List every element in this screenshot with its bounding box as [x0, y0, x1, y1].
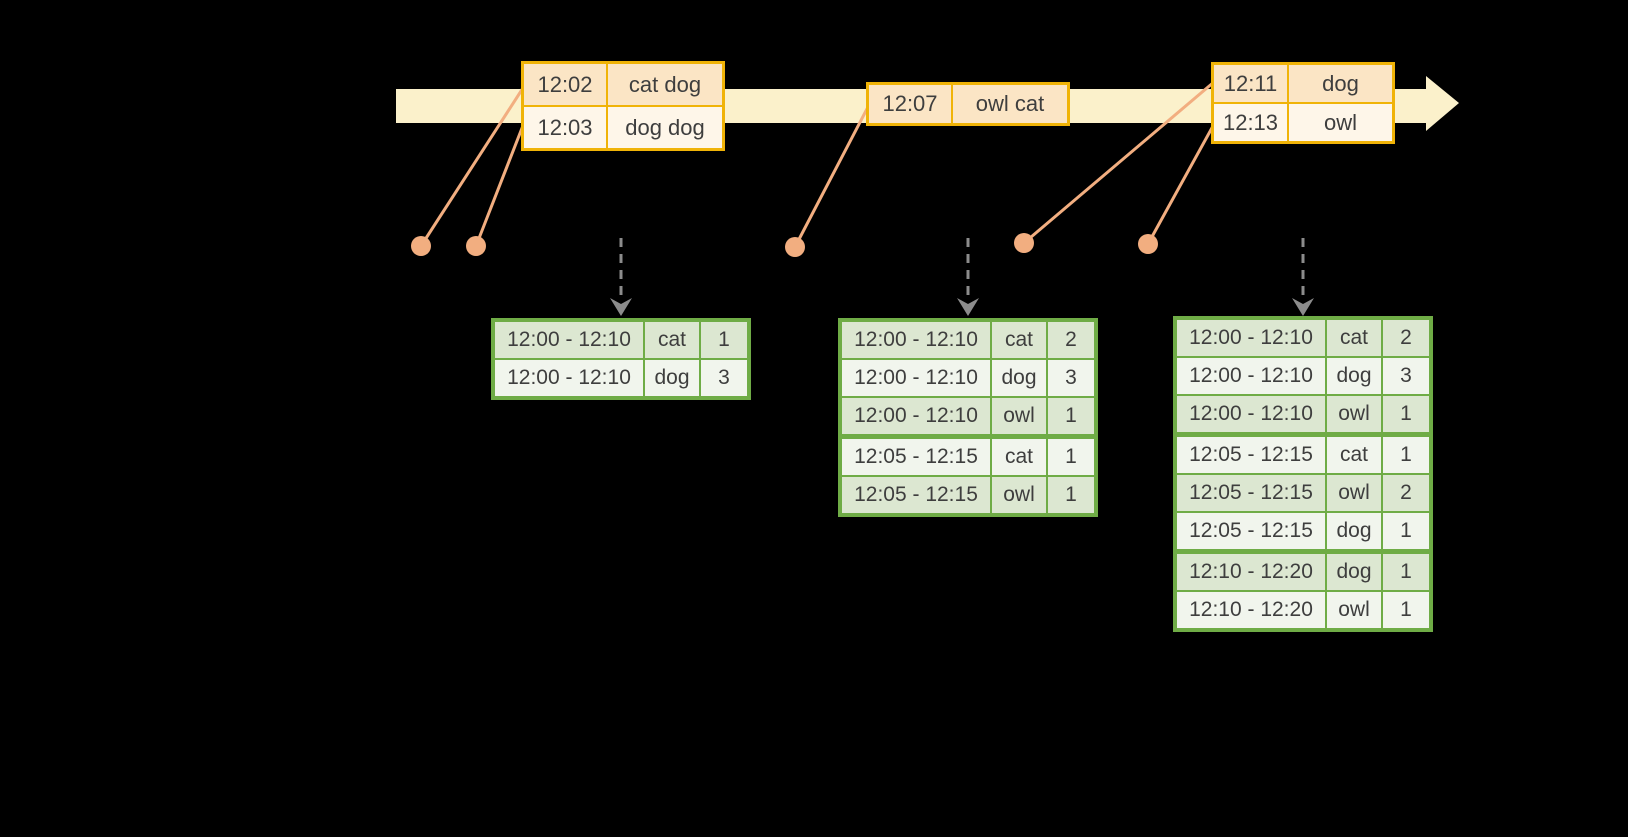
trigger-arrow — [610, 238, 632, 316]
event-words-cell: dog — [1289, 65, 1392, 102]
trigger-arrowhead-icon — [610, 298, 632, 316]
event-dot — [1014, 233, 1034, 253]
event-dot — [1138, 234, 1158, 254]
event-connector-line — [793, 104, 871, 248]
result-row: 12:00 - 12:10 dog 3 — [495, 360, 747, 396]
event-connector-line — [1023, 80, 1215, 245]
window-cell: 12:00 - 12:10 — [495, 360, 643, 396]
word-cell: owl — [1327, 475, 1381, 511]
event-time-cell: 12:03 — [524, 107, 606, 148]
event-row: 12:07 owl cat — [869, 85, 1067, 123]
event-words-cell: owl cat — [953, 85, 1067, 123]
word-cell: owl — [992, 477, 1046, 513]
result-row: 12:10 - 12:20 owl 1 — [1177, 592, 1429, 628]
event-time-cell: 12:07 — [869, 85, 951, 123]
window-cell: 12:05 - 12:15 — [1177, 437, 1325, 473]
result-row: 12:00 - 12:10 cat 2 — [1177, 320, 1429, 356]
window-cell: 12:00 - 12:10 — [842, 398, 990, 434]
count-cell: 3 — [701, 360, 747, 396]
event-dot — [466, 236, 486, 256]
event-row: 12:03 dog dog — [524, 107, 722, 148]
word-cell: dog — [1327, 513, 1381, 549]
result-table-2: 12:00 - 12:10 cat 2 12:00 - 12:10 dog 3 … — [838, 318, 1098, 517]
word-cell: cat — [1327, 320, 1381, 356]
event-table-1: 12:02 cat dog 12:03 dog dog — [521, 61, 725, 151]
event-words-cell: dog dog — [608, 107, 722, 148]
event-words-cell: cat dog — [608, 64, 722, 105]
window-cell: 12:00 - 12:10 — [842, 322, 990, 358]
count-cell: 1 — [1383, 554, 1429, 590]
event-table-3: 12:11 dog 12:13 owl — [1211, 62, 1395, 144]
count-cell: 1 — [1383, 592, 1429, 628]
trigger-arrowhead-icon — [957, 298, 979, 316]
result-table-3: 12:00 - 12:10 cat 2 12:00 - 12:10 dog 3 … — [1173, 316, 1433, 632]
window-cell: 12:00 - 12:10 — [1177, 320, 1325, 356]
result-row: 12:05 - 12:15 cat 1 — [1177, 437, 1429, 473]
event-connector-line — [1146, 125, 1215, 245]
event-row: 12:11 dog — [1214, 65, 1392, 102]
event-dot — [785, 237, 805, 257]
event-row: 12:13 owl — [1214, 104, 1392, 141]
window-cell: 12:05 - 12:15 — [1177, 513, 1325, 549]
word-cell: owl — [1327, 396, 1381, 432]
event-connector-line — [419, 87, 525, 247]
window-cell: 12:00 - 12:10 — [1177, 396, 1325, 432]
word-cell: dog — [992, 360, 1046, 396]
word-cell: cat — [1327, 437, 1381, 473]
trigger-arrow — [1292, 238, 1314, 316]
result-row: 12:00 - 12:10 owl 1 — [842, 398, 1094, 434]
result-row: 12:00 - 12:10 cat 2 — [842, 322, 1094, 358]
count-cell: 2 — [1048, 322, 1094, 358]
window-cell: 12:00 - 12:10 — [842, 360, 990, 396]
window-cell: 12:00 - 12:10 — [495, 322, 643, 358]
count-cell: 1 — [701, 322, 747, 358]
event-dot — [411, 236, 431, 256]
count-cell: 1 — [1383, 396, 1429, 432]
window-cell: 12:10 - 12:20 — [1177, 554, 1325, 590]
count-cell: 2 — [1383, 320, 1429, 356]
window-cell: 12:00 - 12:10 — [1177, 358, 1325, 394]
window-cell: 12:10 - 12:20 — [1177, 592, 1325, 628]
timeline-arrowhead-icon — [1426, 76, 1459, 131]
word-cell: owl — [1327, 592, 1381, 628]
result-row: 12:05 - 12:15 owl 1 — [842, 477, 1094, 513]
count-cell: 3 — [1048, 360, 1094, 396]
word-cell: cat — [992, 322, 1046, 358]
window-cell: 12:05 - 12:15 — [842, 439, 990, 475]
count-cell: 1 — [1048, 477, 1094, 513]
result-row: 12:05 - 12:15 owl 2 — [1177, 475, 1429, 511]
event-row: 12:02 cat dog — [524, 64, 722, 105]
result-table-1: 12:00 - 12:10 cat 1 12:00 - 12:10 dog 3 — [491, 318, 751, 400]
window-cell: 12:05 - 12:15 — [842, 477, 990, 513]
window-cell: 12:05 - 12:15 — [1177, 475, 1325, 511]
count-cell: 1 — [1383, 437, 1429, 473]
count-cell: 2 — [1383, 475, 1429, 511]
trigger-arrowhead-icon — [1292, 298, 1314, 316]
event-table-2: 12:07 owl cat — [866, 82, 1070, 126]
word-cell: dog — [645, 360, 699, 396]
result-row: 12:00 - 12:10 cat 1 — [495, 322, 747, 358]
event-time-cell: 12:02 — [524, 64, 606, 105]
count-cell: 1 — [1048, 439, 1094, 475]
word-cell: cat — [992, 439, 1046, 475]
event-time-cell: 12:11 — [1214, 65, 1287, 102]
result-row: 12:10 - 12:20 dog 1 — [1177, 554, 1429, 590]
trigger-arrow — [957, 238, 979, 316]
count-cell: 1 — [1383, 513, 1429, 549]
result-row: 12:00 - 12:10 dog 3 — [1177, 358, 1429, 394]
event-words-cell: owl — [1289, 104, 1392, 141]
result-row: 12:05 - 12:15 cat 1 — [842, 439, 1094, 475]
event-time-cell: 12:13 — [1214, 104, 1287, 141]
result-row: 12:00 - 12:10 dog 3 — [842, 360, 1094, 396]
word-cell: owl — [992, 398, 1046, 434]
count-cell: 1 — [1048, 398, 1094, 434]
result-row: 12:00 - 12:10 owl 1 — [1177, 396, 1429, 432]
result-row: 12:05 - 12:15 dog 1 — [1177, 513, 1429, 549]
word-cell: dog — [1327, 358, 1381, 394]
word-cell: dog — [1327, 554, 1381, 590]
word-cell: cat — [645, 322, 699, 358]
event-connector-line — [474, 122, 526, 247]
count-cell: 3 — [1383, 358, 1429, 394]
